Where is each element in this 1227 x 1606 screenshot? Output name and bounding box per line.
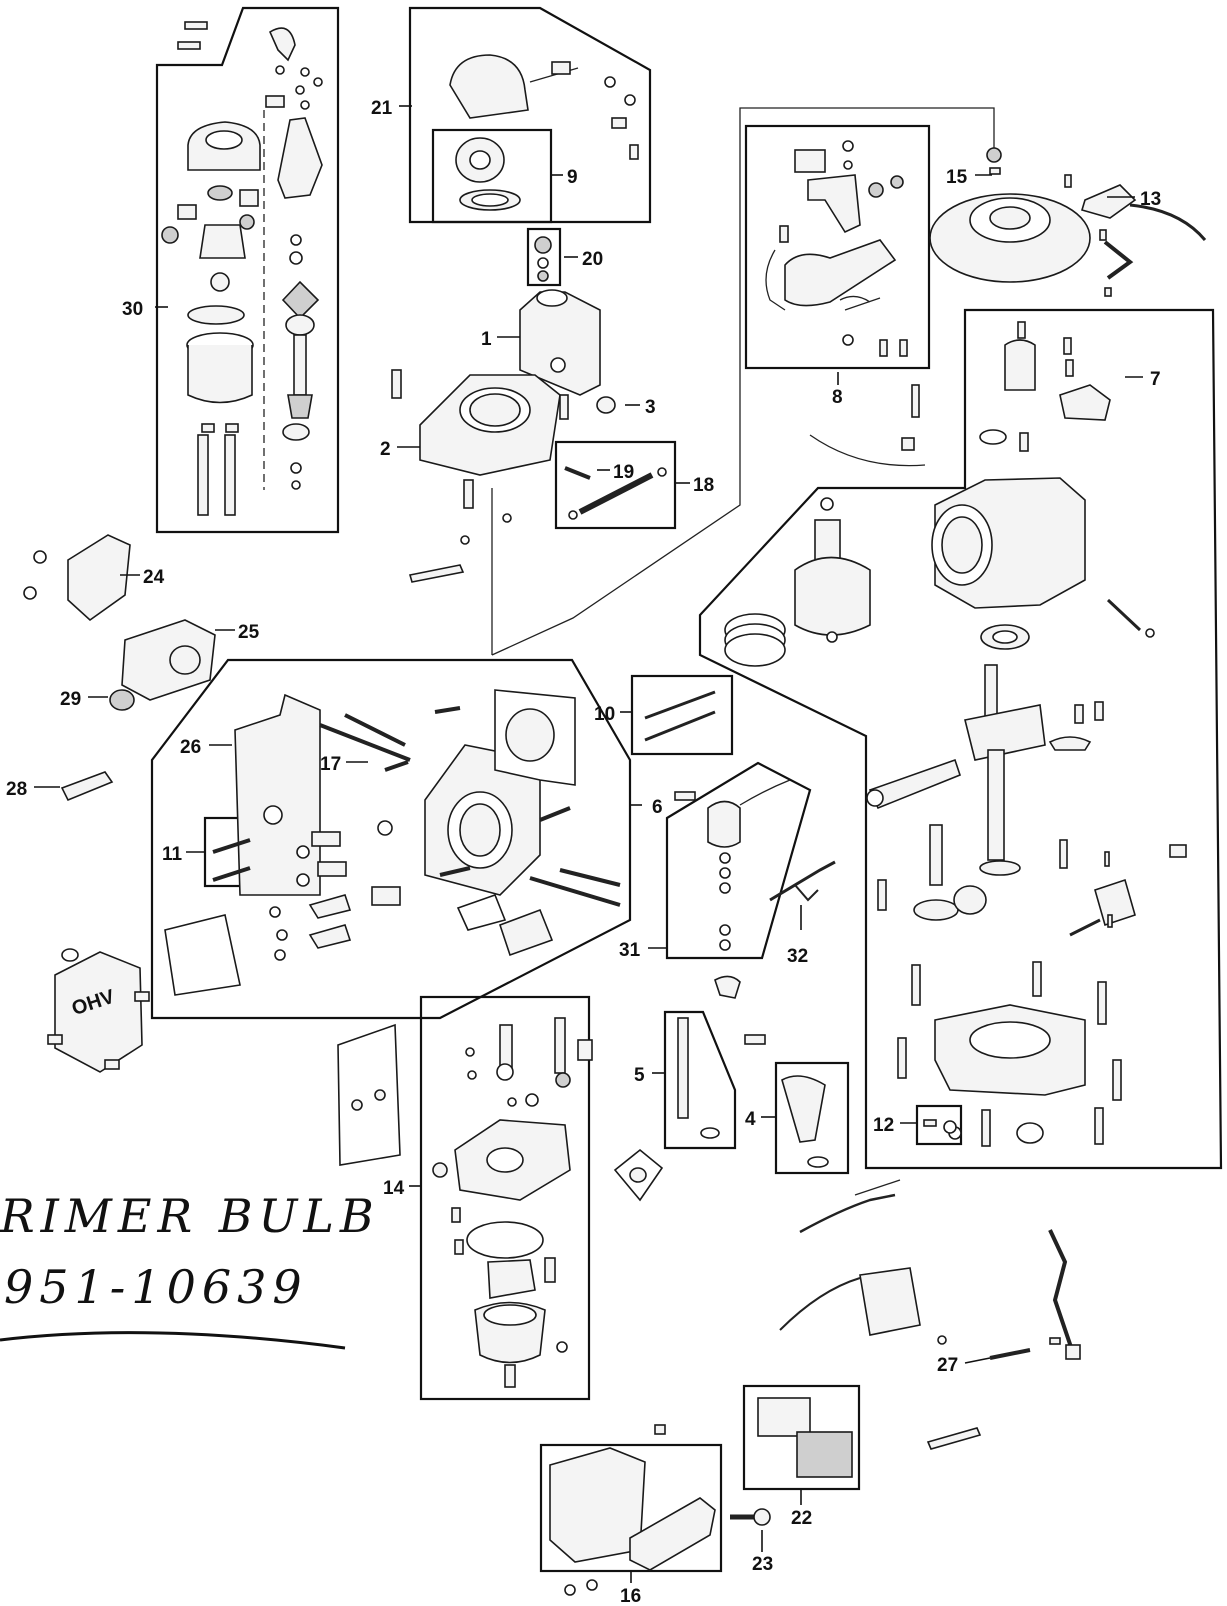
- carburetor-parts: [337, 1017, 664, 1388]
- box-part-18: [554, 440, 677, 530]
- callout-25: 25: [238, 622, 260, 643]
- box-cylinder-head: [150, 658, 632, 1020]
- callout-5: 5: [634, 1065, 645, 1086]
- callout-13: 13: [1140, 189, 1161, 210]
- crankcase-parts: [724, 321, 1187, 1147]
- governor-parts: [644, 690, 957, 1168]
- guide-lines: [263, 107, 995, 656]
- callout-3: 3: [645, 397, 656, 418]
- left-side-parts: OHV: [23, 534, 216, 1073]
- starter-motor-parts: [161, 21, 323, 516]
- callout-24: 24: [143, 567, 165, 588]
- callout-18: 18: [693, 475, 714, 496]
- callout-16: 16: [620, 1586, 641, 1606]
- callout-21: 21: [371, 98, 393, 119]
- callout-26: 26: [180, 737, 201, 758]
- box-part-12: [915, 1104, 963, 1146]
- callout-12: 12: [873, 1115, 894, 1136]
- housing-parts: [391, 236, 667, 583]
- callout-15: 15: [946, 167, 968, 188]
- callout-4: 4: [745, 1109, 756, 1130]
- handwritten-note: RIMER BULB 951-10639: [0, 1189, 380, 1350]
- box-part-20: [526, 227, 562, 287]
- callout-10: 10: [594, 704, 615, 725]
- callout-19: 19: [613, 462, 634, 483]
- box-recoil-pulley: [431, 128, 553, 224]
- callout-22: 22: [791, 1508, 812, 1529]
- callout-31: 31: [619, 940, 641, 961]
- callout-14: 14: [383, 1178, 405, 1199]
- callout-8: 8: [832, 387, 843, 408]
- callout-27: 27: [937, 1355, 958, 1376]
- callout-7: 7: [1150, 369, 1161, 390]
- recoil-starter-parts: [449, 54, 639, 211]
- ignition-parts: [765, 140, 1207, 467]
- callout-17: 17: [320, 754, 341, 775]
- box-carburetor: [419, 995, 591, 1401]
- callout-32: 32: [787, 946, 808, 967]
- callout-23: 23: [752, 1554, 773, 1575]
- callout-29: 29: [60, 689, 81, 710]
- group-boxes: [150, 6, 1223, 1573]
- callout-30: 30: [122, 299, 143, 320]
- callout-numbers: 30 21 9 20 1 2 3 19 18 13 15 8 7 24 25 2…: [6, 98, 1161, 1606]
- box-part-10: [630, 674, 734, 756]
- box-starter-motor: [155, 6, 340, 534]
- air-cleaner-parts: [549, 1397, 853, 1596]
- callout-1: 1: [481, 329, 492, 350]
- box-governor: [665, 761, 812, 960]
- box-oil-fill: [774, 1061, 850, 1175]
- cylinder-head-parts: [164, 689, 621, 996]
- box-dipstick: [663, 1010, 737, 1150]
- handwritten-underline: [0, 1331, 346, 1350]
- handwritten-note-line1: RIMER BULB: [0, 1189, 380, 1243]
- box-ignition: [744, 124, 931, 370]
- callout-6: 6: [652, 797, 663, 818]
- callout-28: 28: [6, 779, 27, 800]
- callout-2: 2: [380, 439, 391, 460]
- box-recoil-starter: [408, 6, 652, 224]
- callout-leaders: [34, 105, 1143, 1583]
- callout-9: 9: [567, 167, 578, 188]
- box-crankcase: [698, 308, 1223, 1170]
- handwritten-note-line2: 951-10639: [4, 1260, 308, 1314]
- callout-11: 11: [162, 844, 183, 865]
- linkage-parts: [779, 1179, 1081, 1450]
- callout-20: 20: [582, 249, 603, 270]
